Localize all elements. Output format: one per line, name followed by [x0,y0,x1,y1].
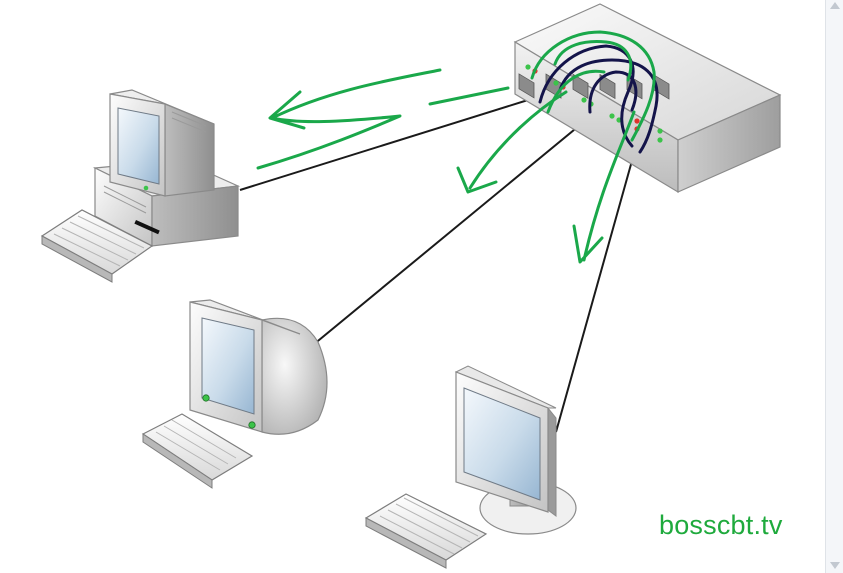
vent-line [103,191,147,214]
switch-ports [518,73,670,100]
keyboard-front-edge [142,433,213,489]
monitor-frame-side [547,406,557,517]
led-green [553,80,559,86]
crt-workstation [141,299,328,489]
vent-line [103,185,147,208]
watermark-text: bosscbt.tv [659,510,783,540]
power-led [143,185,149,191]
switch-port [599,73,616,100]
led-red [634,118,640,124]
crt-monitor [189,299,328,435]
keyboard [40,209,154,283]
annotation-arrow-to-desktop [256,68,442,170]
vent-line [171,117,207,133]
tower-monitor [109,89,215,197]
annotation-stroke [428,86,510,106]
hand-drawn-annotations [256,30,659,264]
cable-to-crt-workstation [312,124,581,346]
cables [239,99,636,433]
vertical-scrollbar[interactable] [825,0,843,573]
power-led [202,394,210,402]
switch-port [572,73,589,99]
annotation-arrow-to-flat-panel [572,110,636,264]
desktop-tower-workstation [40,89,241,283]
vent-line [171,111,207,127]
scroll-up-arrow-icon[interactable] [830,2,840,9]
power-led [248,421,256,429]
keyboard-front-edge [41,235,113,283]
crt-back-housing [261,317,328,435]
keyboard [364,493,488,569]
led-green [657,137,663,143]
scroll-down-arrow-icon[interactable] [830,562,840,569]
monitor-screen [117,107,160,185]
flat-panel-workstation [364,365,577,569]
network-diagram [40,3,782,569]
led-green [657,128,663,134]
cable-to-flat-panel-workstation [555,149,636,433]
crt-screen [201,317,255,415]
annotation-arrow-to-crt [456,90,568,194]
cable-to-desktop-tower [239,99,529,191]
flat-panel-monitor [454,365,577,535]
led-green [609,113,615,119]
switch-port [518,73,535,99]
led-green [525,64,531,70]
flat-panel-screen [463,387,541,501]
switch-side-face [677,94,781,193]
keyboard [141,413,254,489]
drive-slot [134,219,160,235]
keyboard-front-edge [365,517,447,569]
led-green [581,97,587,103]
